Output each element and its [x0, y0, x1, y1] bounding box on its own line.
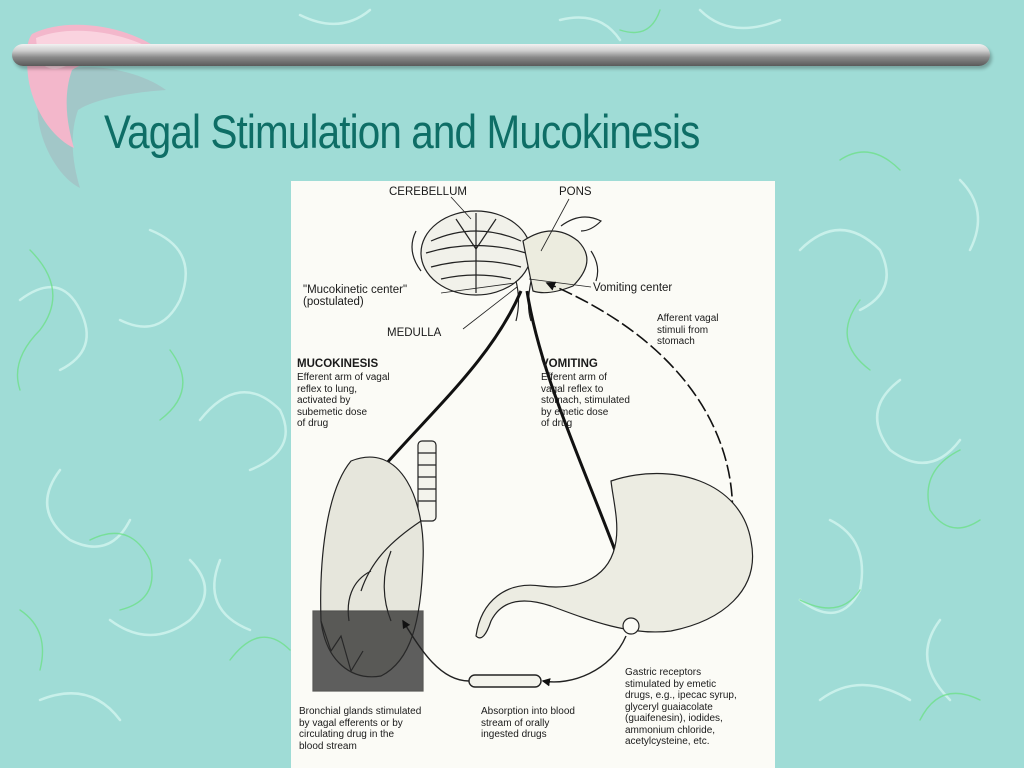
label-pons: PONS — [559, 186, 592, 198]
pons-drawing — [515, 216, 603, 322]
anatomy-drawing — [312, 196, 754, 692]
vagal-reflex-figure: CEREBELLUM PONS "Mucokinetic center" (po… — [291, 181, 775, 768]
text-absorption: Absorption into blood stream of orally i… — [481, 706, 575, 740]
label-mucokinesis: MUCOKINESIS — [297, 358, 379, 370]
text-vomiting: Efferent arm of vagal reflex to stomach,… — [541, 372, 630, 429]
label-mucokinetic-center: "Mucokinetic center" (postulated) — [303, 284, 408, 308]
cerebellum-drawing — [411, 210, 532, 296]
slide-title: Vagal Stimulation and Mucokinesis — [104, 105, 700, 158]
text-mucokinesis: Efferent arm of vagal reflex to lung, ac… — [297, 372, 390, 429]
hook-decoration — [26, 24, 166, 188]
trachea-drawing — [417, 440, 437, 522]
label-vomiting-center: Vomiting center — [593, 282, 673, 294]
label-medulla: MEDULLA — [387, 327, 442, 339]
text-gastric-receptors: Gastric receptors stimulated by emetic d… — [625, 667, 737, 747]
text-bronchial-glands: Bronchial glands stimulated by vagal eff… — [299, 706, 422, 752]
label-cerebellum: CEREBELLUM — [389, 186, 467, 198]
bloodstream-drawing — [402, 619, 627, 688]
stomach-drawing — [475, 472, 754, 639]
label-vomiting: VOMITING — [541, 358, 598, 370]
slide-rail — [12, 44, 990, 66]
lung-drawing — [312, 456, 424, 692]
label-afferent-stimuli: Afferent vagal stimuli from stomach — [657, 313, 719, 347]
